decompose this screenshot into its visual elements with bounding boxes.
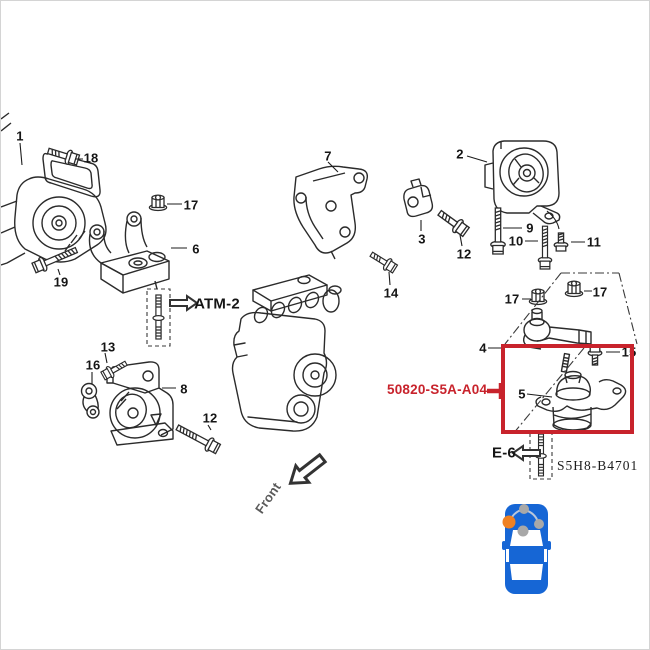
part-2-mount — [484, 140, 561, 225]
car-mirror-left — [502, 541, 506, 550]
atm2-arrow-icon — [169, 295, 198, 311]
callout-16: 16 — [85, 357, 101, 373]
part-8-mount — [106, 361, 174, 446]
bolt-13-icon — [99, 357, 130, 382]
car-mirror-right — [547, 541, 551, 550]
leader-lines — [19, 142, 620, 431]
part-16-stay — [80, 382, 100, 419]
car-rear-window — [510, 564, 543, 580]
bolt-10-icon — [537, 225, 553, 270]
callout-10: 10 — [508, 233, 524, 249]
front-arrow-icon — [282, 448, 331, 494]
bolt-12-right-icon — [434, 206, 472, 239]
callout-3: 3 — [418, 231, 426, 247]
stamp-code-label: S5H8-B4701 — [557, 458, 639, 473]
car-side-window-left — [506, 549, 509, 562]
callout-18: 18 — [83, 150, 99, 166]
part-4-torque-rod — [522, 307, 592, 350]
bolt-14-icon — [367, 248, 400, 276]
bolt-9-icon — [490, 207, 506, 255]
bolt-12-left-icon — [173, 420, 223, 457]
callout-13: 13 — [100, 339, 116, 355]
car-location-inset — [502, 504, 551, 594]
callout-11: 11 — [586, 234, 602, 250]
callout-9: 9 — [526, 220, 534, 236]
callout-1: 1 — [16, 128, 24, 144]
mount-dot-right — [534, 519, 544, 529]
mount-dot-center — [517, 525, 529, 537]
callout-12-right: 12 — [456, 246, 472, 262]
car-windshield — [510, 530, 543, 546]
callout-6: 6 — [192, 241, 200, 257]
highlight-box — [501, 344, 634, 434]
nut-17-c-icon — [564, 280, 584, 298]
mount-dot-highlighted — [502, 515, 516, 529]
callout-12-left: 12 — [202, 410, 218, 426]
callout-17-c: 17 — [592, 284, 608, 300]
part-3-bracket — [403, 178, 434, 218]
callout-17-a: 17 — [183, 197, 199, 213]
highlighted-part-number: 50820-S5A-A04 — [387, 382, 488, 397]
callout-19: 19 — [53, 274, 69, 290]
callout-14: 14 — [383, 285, 399, 301]
e6-arrow-icon — [512, 445, 541, 461]
mount-dot-front — [519, 504, 529, 514]
callout-8: 8 — [180, 381, 188, 397]
part-7-bracket — [293, 165, 369, 260]
e6-label: E-6 — [492, 444, 516, 462]
atm2-label: ATM-2 — [194, 295, 240, 313]
callout-17-b: 17 — [504, 291, 520, 307]
stud-atm2-icon — [152, 294, 165, 340]
callout-5: 5 — [518, 386, 526, 402]
callout-4: 4 — [479, 340, 487, 356]
callout-7: 7 — [324, 148, 332, 164]
part-6-bracket — [88, 211, 170, 294]
callout-2: 2 — [456, 146, 464, 162]
part-5-mount-highlighted — [535, 352, 627, 432]
highlight-connector — [487, 383, 504, 399]
part-1-mount — [1, 112, 107, 266]
car-side-window-right — [544, 549, 547, 562]
engine-illustration — [231, 274, 342, 432]
bolt-11-icon — [553, 232, 569, 252]
nut-17-a-icon — [148, 194, 168, 212]
